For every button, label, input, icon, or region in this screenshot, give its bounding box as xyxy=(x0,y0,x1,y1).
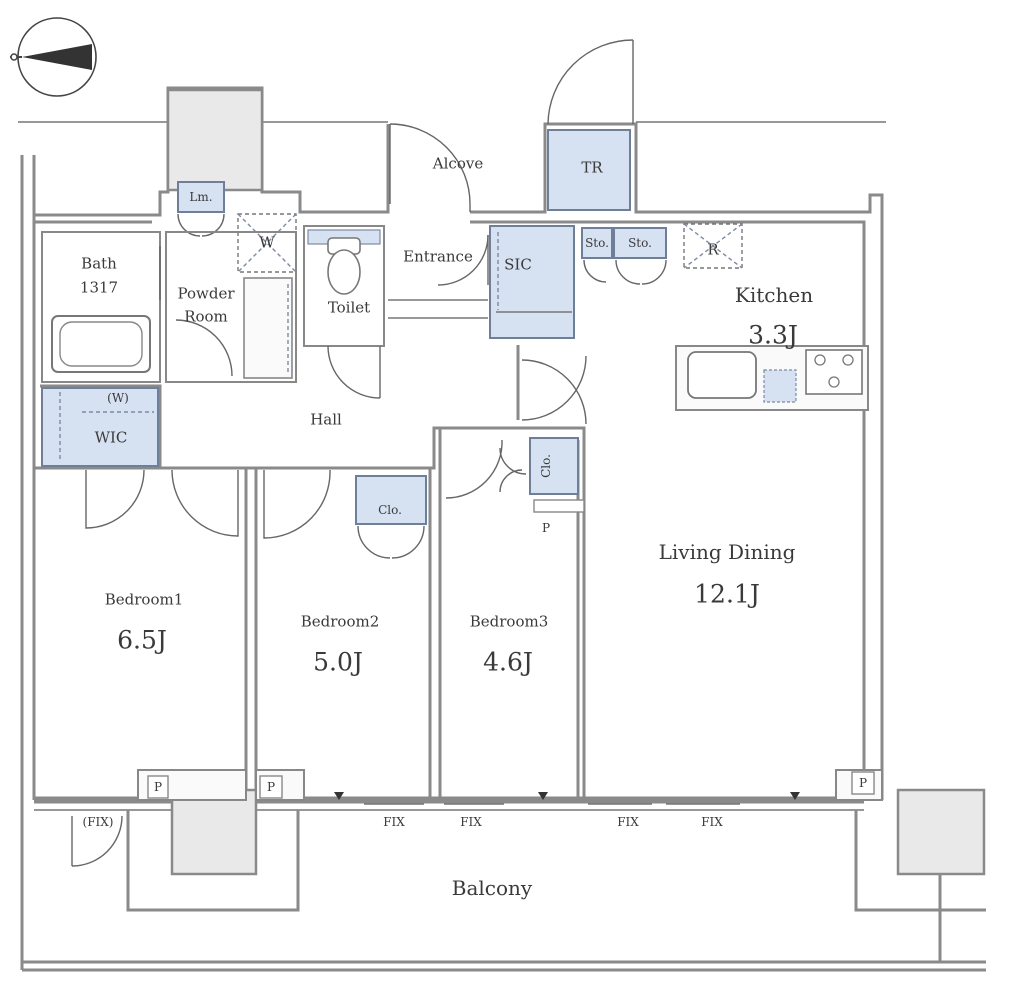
fridge-space xyxy=(683,223,743,269)
closet-label-1: Clo. xyxy=(378,503,402,517)
storage-label-1: Sto. xyxy=(585,236,609,250)
compass-icon xyxy=(10,17,97,97)
stove-icon xyxy=(805,349,863,395)
living-dining-label: Living Dining xyxy=(658,540,796,564)
wic-washer-label: (W) xyxy=(107,391,129,405)
fridge-label: R xyxy=(707,240,719,259)
fixed-window-label-paren: (FIX) xyxy=(82,815,114,829)
bathroom xyxy=(41,231,161,383)
entrance-area xyxy=(388,225,575,339)
wic-label: WIC xyxy=(94,428,128,447)
interior-walls xyxy=(34,345,586,800)
bathtub-icon xyxy=(51,315,151,373)
fixed-window-label-3: FIX xyxy=(617,815,639,829)
sic-label: SIC xyxy=(504,255,532,274)
closet-label-2: Clo. xyxy=(539,454,553,478)
powder-room xyxy=(165,231,297,383)
storage-label-2: Sto. xyxy=(628,236,652,250)
powder-room-label-line2: Room xyxy=(184,307,228,326)
bedroom2-label: Bedroom2 xyxy=(300,612,380,631)
kitchen-area: 3.3J xyxy=(748,320,798,350)
balcony-label: Balcony xyxy=(451,876,533,900)
balcony-p-label-1: P xyxy=(153,780,163,794)
living-dining-area: 12.1J xyxy=(694,579,760,609)
bedroom1-label: Bedroom1 xyxy=(104,590,184,609)
balcony-p-label-2: P xyxy=(266,780,276,794)
laundry xyxy=(177,181,297,273)
toilet-room xyxy=(303,225,385,399)
entrance-label: Entrance xyxy=(403,247,473,266)
bedroom1-area: 6.5J xyxy=(117,625,167,655)
fixed-window-label-4: FIX xyxy=(701,815,723,829)
bedroom-doors xyxy=(85,355,587,539)
alcove-door xyxy=(389,123,471,212)
powder-room-label-line1: Powder xyxy=(177,284,235,303)
balcony xyxy=(22,769,986,972)
bedroom2-area: 5.0J xyxy=(313,647,363,677)
walk-in-closet xyxy=(41,387,159,467)
kitchen-counter xyxy=(675,345,869,411)
hall-label: Hall xyxy=(310,410,342,429)
kitchen-label: Kitchen xyxy=(734,283,814,307)
pipe-space-label: P xyxy=(541,521,551,535)
washer-label: W xyxy=(259,233,275,252)
toilet-label: Toilet xyxy=(327,298,371,317)
laundry-box-label: Lm. xyxy=(189,190,213,204)
fixed-window-label-1: FIX xyxy=(383,815,405,829)
alcove-label: Alcove xyxy=(432,154,484,173)
balcony-p-label-3: P xyxy=(858,776,868,790)
storage-closets xyxy=(581,227,667,285)
bedroom-closets xyxy=(355,437,585,559)
trunk-room xyxy=(547,39,634,211)
trunk-room-label: TR xyxy=(581,158,603,177)
sink-icon xyxy=(687,351,757,399)
bedroom3-label: Bedroom3 xyxy=(469,612,549,631)
bedroom3-area: 4.6J xyxy=(483,647,533,677)
fixed-window-label-2: FIX xyxy=(460,815,482,829)
toilet-icon xyxy=(327,237,361,295)
exterior-wall xyxy=(20,86,884,970)
bath-size-label: 1317 xyxy=(79,278,119,297)
bath-label: Bath xyxy=(81,254,117,273)
